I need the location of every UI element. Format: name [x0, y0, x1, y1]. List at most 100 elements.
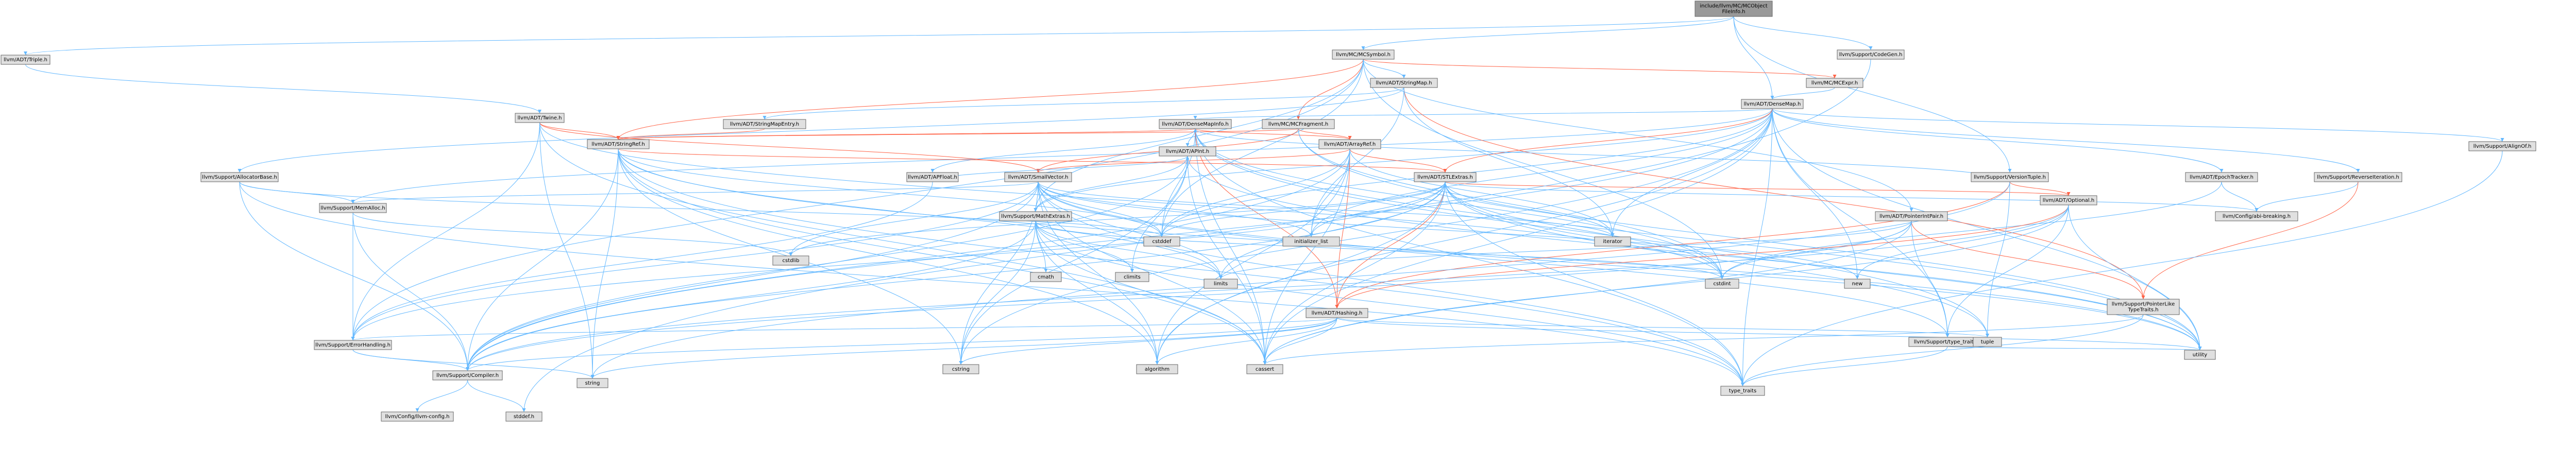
node-epochtracker[interactable]: llvm/ADT/EpochTracker.h	[2185, 172, 2258, 182]
node-box-type_traits	[1720, 386, 1765, 396]
node-codegen[interactable]: llvm/Support/CodeGen.h	[1837, 49, 1905, 60]
node-box-smallvector	[1004, 172, 1072, 182]
node-optional[interactable]: llvm/ADT/Optional.h	[2040, 195, 2097, 205]
node-errorhandling[interactable]: llvm/Support/ErrorHandling.h	[314, 340, 392, 350]
edge-stlextras-to-cstdint	[1445, 181, 1724, 280]
node-cstdint[interactable]: cstdint	[1705, 279, 1739, 289]
node-cstdlib[interactable]: cstdlib	[772, 255, 809, 266]
edge-stlextras-to-limits	[1219, 181, 1446, 280]
node-tuple[interactable]: tuple	[1973, 337, 2002, 347]
node-label-triple: llvm/ADT/Triple.h	[4, 57, 47, 63]
node-allocatorbase[interactable]: llvm/Support/AllocatorBase.h	[200, 172, 279, 182]
node-apint[interactable]: llvm/ADT/APInt.h	[1159, 146, 1216, 157]
node-label-compiler: llvm/Support/Compiler.h	[436, 373, 499, 378]
node-box-initializer_list	[1282, 236, 1340, 247]
edge-smallvector-to-compiler	[466, 181, 1039, 371]
node-algorithm[interactable]: algorithm	[1136, 364, 1178, 374]
node-label-alignof: llvm/Support/AlignOf.h	[2473, 144, 2532, 149]
node-box-codegen	[1837, 49, 1905, 60]
edge-mathextras-to-cstdint	[1035, 220, 1724, 280]
node-label-llvmconfig: llvm/Config/llvm-config.h	[385, 414, 450, 420]
edge-mathextras-to-compiler	[466, 220, 1036, 371]
node-box-llvmconfig	[381, 411, 454, 422]
node-stringref[interactable]: llvm/ADT/StringRef.h	[587, 139, 650, 149]
node-climits[interactable]: climits	[1115, 272, 1149, 282]
edge-stlextras-to-cstddef	[1160, 181, 1446, 237]
node-stringmap[interactable]: llvm/ADT/StringMap.h	[1370, 78, 1438, 88]
edge-stringmap-to-pointerliketypetraits	[1403, 87, 2145, 300]
node-triple[interactable]: llvm/ADT/Triple.h	[1, 55, 50, 65]
node-densemapinfo[interactable]: llvm/ADT/DenseMapInfo.h	[1159, 119, 1232, 129]
node-box-cstdlib	[772, 255, 809, 266]
edge-smallvector-to-cstdlib	[789, 181, 1039, 256]
node-mcexpr[interactable]: llvm/MC/MCExpr.h	[1806, 78, 1863, 88]
node-apfloat[interactable]: llvm/ADT/APFloat.h	[906, 172, 959, 182]
node-mathextras[interactable]: llvm/Support/MathExtras.h	[999, 211, 1072, 221]
node-llvmconfig[interactable]: llvm/Config/llvm-config.h	[381, 411, 454, 422]
node-cstring[interactable]: cstring	[942, 364, 979, 374]
node-box-triple	[1, 55, 50, 65]
node-type_traits[interactable]: type_traits	[1720, 386, 1765, 396]
node-arrayref[interactable]: llvm/ADT/ArrayRef.h	[1318, 139, 1381, 149]
node-abibreaking[interactable]: llvm/Config/abi-breaking.h	[2215, 211, 2298, 221]
edge-apfloat-to-errorhandling	[351, 181, 933, 341]
node-densemap[interactable]: llvm/ADT/DenseMap.h	[1741, 99, 1804, 109]
node-hashing[interactable]: llvm/ADT/Hashing.h	[1306, 308, 1368, 318]
node-box-utility	[2184, 350, 2216, 360]
edge-stringmapentry-to-stringref	[616, 128, 765, 140]
node-pointerintpair[interactable]: llvm/ADT/PointerIntPair.h	[1875, 211, 1948, 221]
node-cassert[interactable]: cassert	[1246, 364, 1283, 374]
node-label-stringmapentry: llvm/ADT/StringMapEntry.h	[730, 122, 799, 127]
node-box-densemapinfo	[1159, 119, 1232, 129]
edge-smallvector-to-type_traits	[1038, 181, 1744, 387]
node-label-smallvector: llvm/ADT/SmallVector.h	[1008, 175, 1069, 180]
node-stddef[interactable]: stddef.h	[505, 411, 543, 422]
node-label-reverseiteration: llvm/Support/ReverseIteration.h	[2317, 175, 2399, 180]
node-cstddef[interactable]: cstddef	[1143, 236, 1180, 247]
edge-root-to-versiontuple	[1733, 16, 2012, 173]
edge-pointerintpair-to-cstdint	[1720, 220, 1912, 280]
node-mcsymbol[interactable]: llvm/MC/MCSymbol.h	[1332, 49, 1395, 60]
node-label-epochtracker: llvm/ADT/EpochTracker.h	[2190, 175, 2253, 180]
node-smallvector[interactable]: llvm/ADT/SmallVector.h	[1004, 172, 1072, 182]
node-label-pointerintpair: llvm/ADT/PointerIntPair.h	[1879, 214, 1943, 219]
node-box-compiler	[432, 370, 503, 381]
edge-densemapinfo-to-cstddef	[1160, 128, 1196, 237]
node-twine[interactable]: llvm/ADT/Twine.h	[515, 113, 565, 123]
node-stlextras[interactable]: llvm/ADT/STLExtras.h	[1414, 172, 1477, 182]
node-alignof[interactable]: llvm/Support/AlignOf.h	[2468, 141, 2536, 151]
edge-mathextras-to-climits	[1035, 220, 1134, 273]
node-reverseiteration[interactable]: llvm/Support/ReverseIteration.h	[2314, 172, 2402, 182]
node-box-cmath	[1030, 272, 1062, 282]
node-utility[interactable]: utility	[2184, 350, 2216, 360]
node-string[interactable]: string	[577, 378, 608, 388]
edge-twine-to-stringref	[539, 122, 620, 140]
node-compiler[interactable]: llvm/Support/Compiler.h	[432, 370, 503, 381]
edge-errorhandling-to-string	[352, 349, 595, 379]
edge-arrayref-to-algorithm	[1155, 148, 1350, 365]
node-stringmapentry[interactable]: llvm/ADT/StringMapEntry.h	[723, 119, 806, 129]
node-label-string: string	[585, 381, 600, 386]
edge-stringref-to-stlextras	[618, 148, 1447, 173]
node-limits[interactable]: limits	[1204, 279, 1238, 289]
node-initializer_list[interactable]: initializer_list	[1282, 236, 1340, 247]
node-versiontuple[interactable]: llvm/Support/VersionTuple.h	[1971, 172, 2049, 182]
node-label-new: new	[1852, 281, 1863, 287]
node-box-memalloc	[319, 203, 387, 213]
node-label-cstdint: cstdint	[1713, 281, 1731, 287]
node-new[interactable]: new	[1844, 279, 1871, 289]
node-box-densemap	[1741, 99, 1804, 109]
edge-root-to-codegen	[1733, 16, 1873, 50]
edge-stringref-to-type_traits	[618, 148, 1744, 387]
node-memalloc[interactable]: llvm/Support/MemAlloc.h	[319, 203, 387, 213]
node-mcfragment[interactable]: llvm/MC/MCFragment.h	[1262, 119, 1335, 129]
edge-smallvector-to-cstddef	[1038, 181, 1164, 237]
edge-mathextras-to-limits	[1035, 220, 1223, 280]
node-label-typetraitsh: llvm/Support/type_traits.h	[1914, 339, 1981, 345]
edge-apint-to-climits	[1130, 156, 1188, 273]
node-iterator[interactable]: iterator	[1594, 236, 1631, 247]
node-label-versiontuple: llvm/Support/VersionTuple.h	[1974, 175, 2046, 180]
node-cmath[interactable]: cmath	[1030, 272, 1062, 282]
